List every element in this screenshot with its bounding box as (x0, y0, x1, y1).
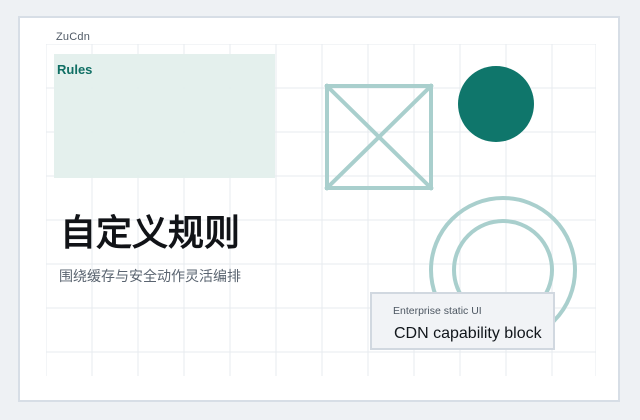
capability-kicker: Enterprise static UI (393, 305, 482, 317)
page-subtitle: 围绕缓存与安全动作灵活编排 (59, 269, 241, 285)
page-title: 自定义规则 (60, 213, 241, 254)
capability-title: CDN capability block (394, 325, 542, 342)
capability-card: Enterprise static UI CDN capability bloc… (370, 292, 555, 350)
rules-panel (54, 54, 275, 178)
solid-circle-icon (458, 66, 534, 142)
rules-label: Rules (57, 62, 93, 77)
brand-name: ZuCdn (56, 31, 91, 43)
crossed-box-icon (324, 83, 434, 191)
